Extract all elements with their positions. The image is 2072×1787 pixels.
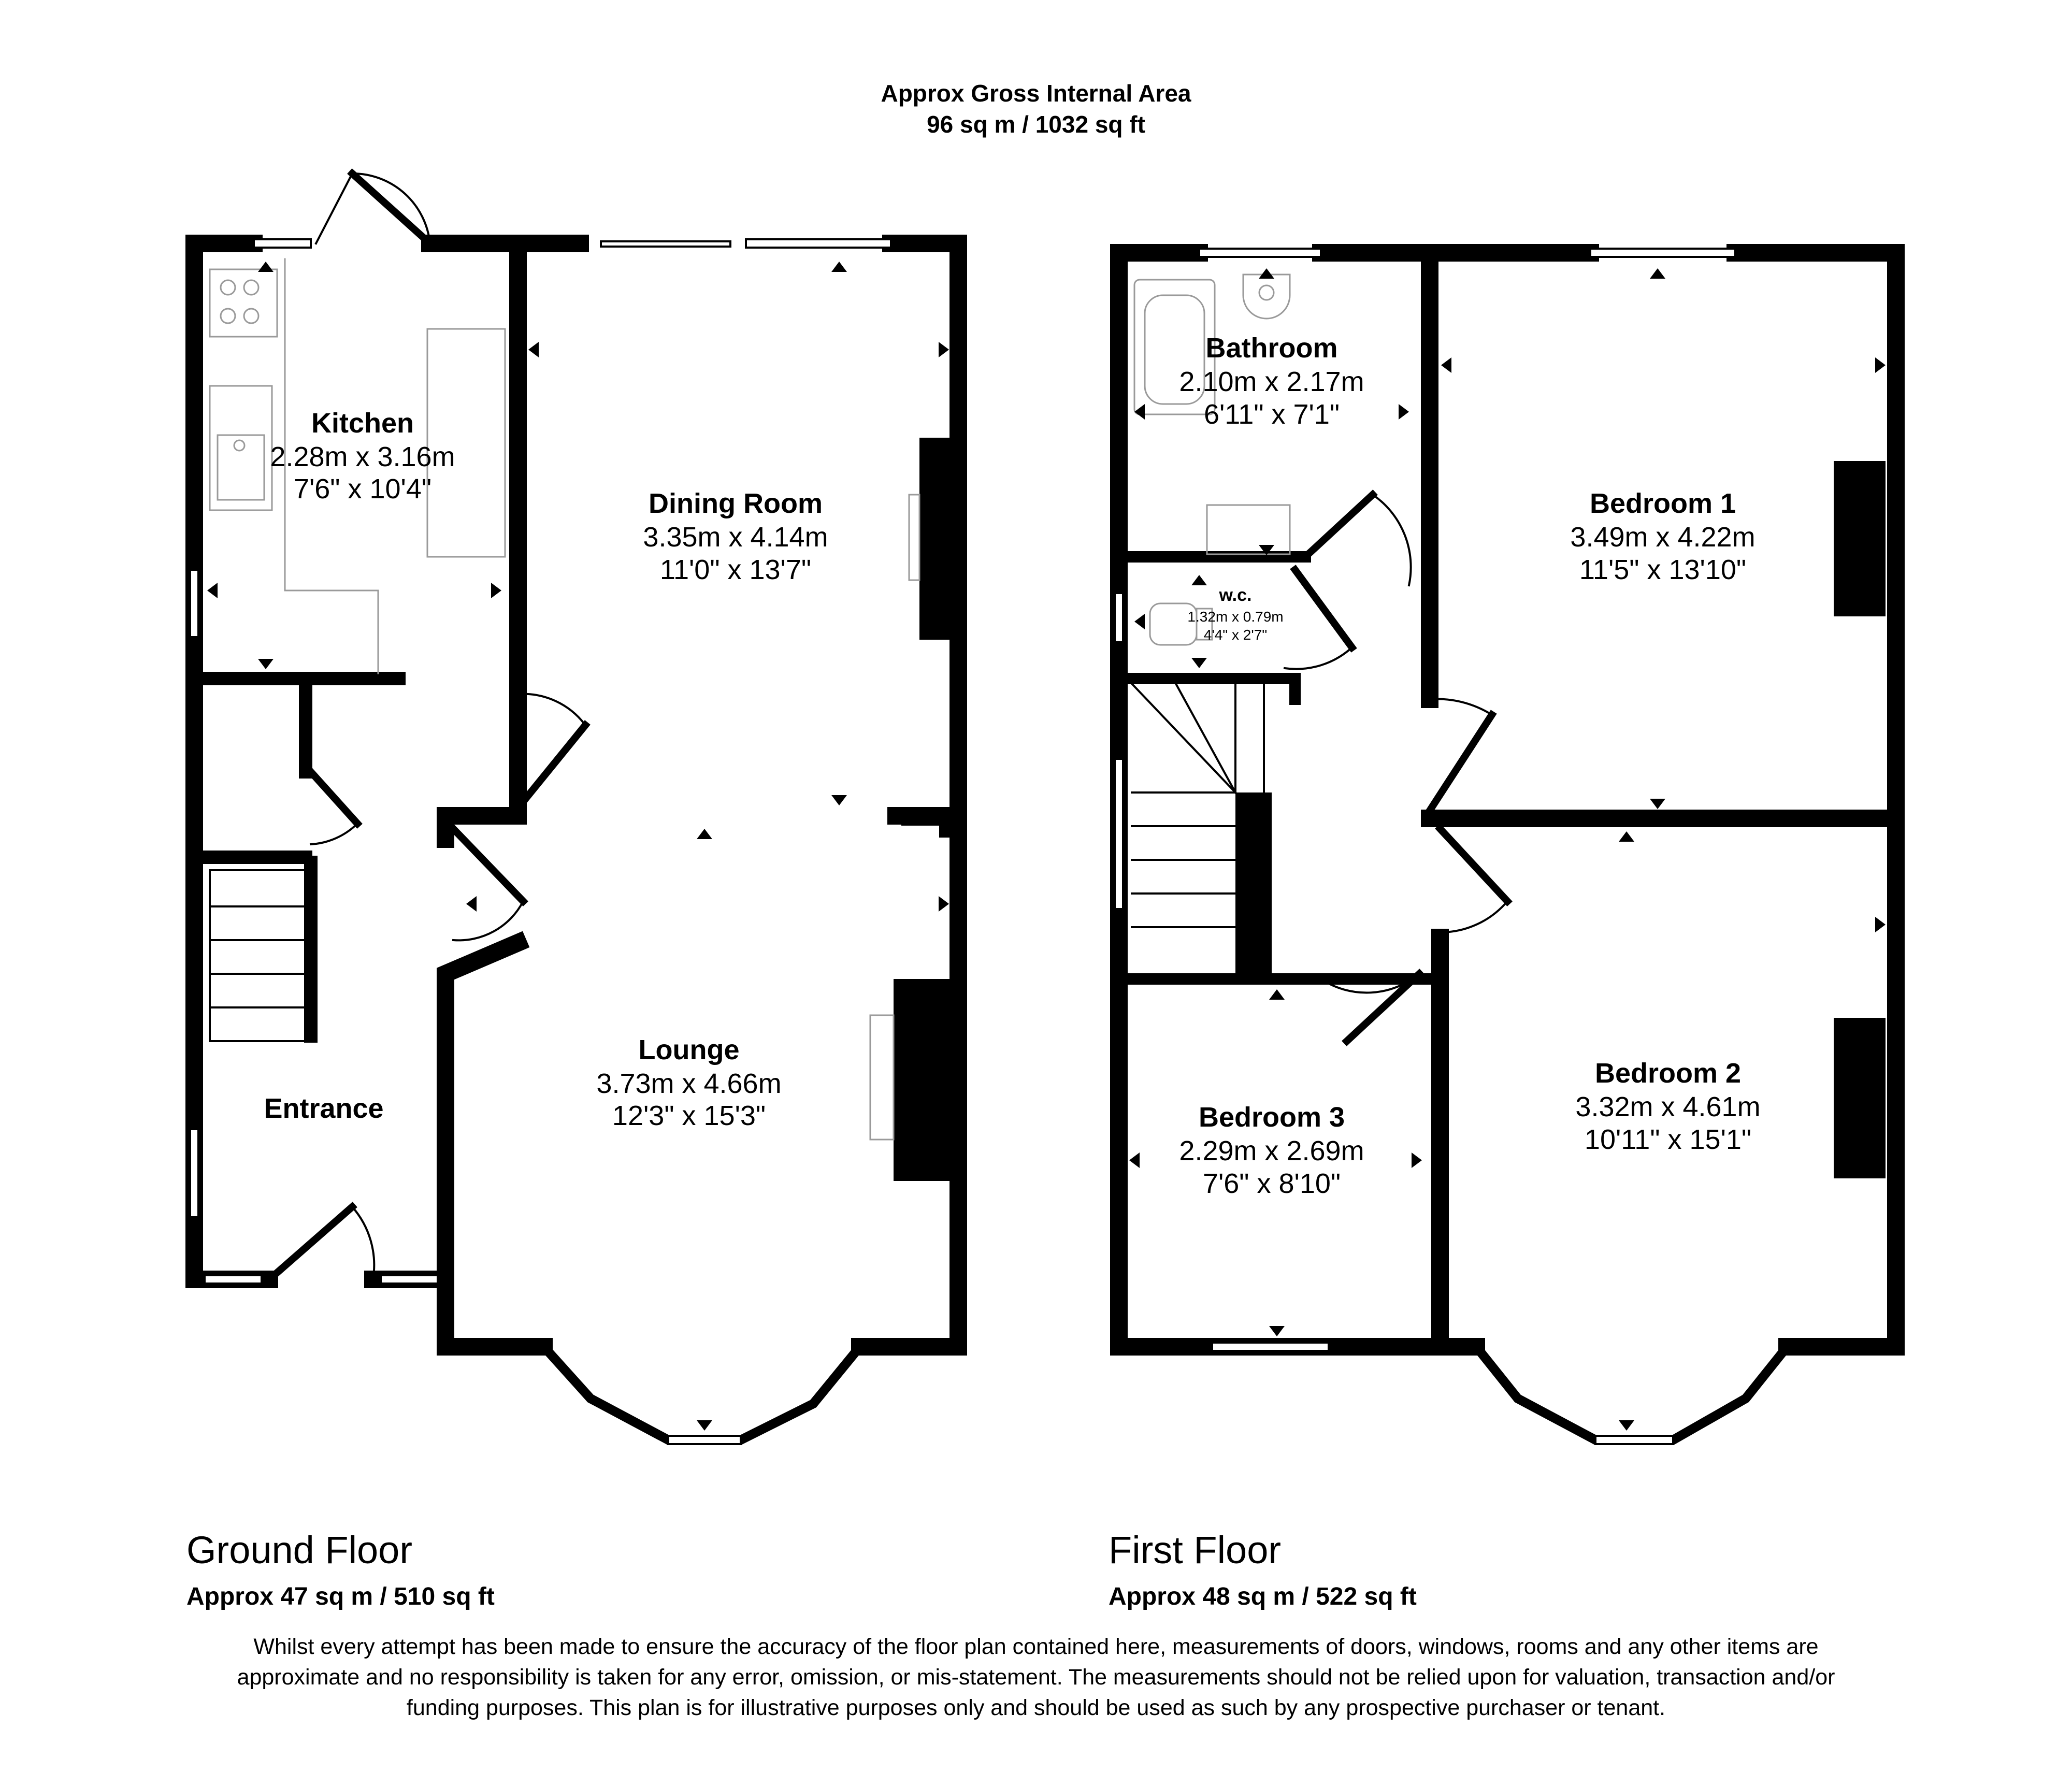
lounge-imperial: 12'3" x 15'3" xyxy=(612,1100,766,1131)
first-floor-room-labels: Bathroom 2.10m x 2.17m 6'11" x 7'1" w.c.… xyxy=(1179,333,1760,1199)
wc-imperial: 4'4" x 2'7" xyxy=(1204,627,1267,643)
bedroom2-name: Bedroom 2 xyxy=(1595,1058,1741,1089)
first-floor-doors xyxy=(1283,493,1509,1043)
bathroom-imperial: 6'11" x 7'1" xyxy=(1204,399,1340,430)
entrance-name: Entrance xyxy=(264,1093,383,1124)
lounge-name: Lounge xyxy=(639,1034,740,1065)
first-floor-chimney-breasts xyxy=(1834,461,1886,1178)
bathroom-metric: 2.10m x 2.17m xyxy=(1179,366,1364,397)
first-floor-title: First Floor xyxy=(1109,1529,1281,1572)
first-floor-stair-block xyxy=(1235,792,1272,974)
kitchen-name: Kitchen xyxy=(311,408,414,439)
bathroom-fixtures xyxy=(1133,273,1291,646)
ground-floor-walls xyxy=(185,235,967,1356)
wc-name: w.c. xyxy=(1219,585,1252,605)
ground-floor-area: Approx 47 sq m / 510 sq ft xyxy=(186,1583,495,1610)
first-floor-area: Approx 48 sq m / 522 sq ft xyxy=(1109,1583,1417,1610)
disclaimer-text: Whilst every attempt has been made to en… xyxy=(237,1634,1835,1720)
first-floor-windows xyxy=(1114,248,1736,1445)
first-floor-thin-walls xyxy=(1124,551,1435,985)
bedroom1-metric: 3.49m x 4.22m xyxy=(1570,522,1755,553)
first-floor-inner-walls xyxy=(1421,253,1894,1350)
dining-room-metric: 3.35m x 4.14m xyxy=(643,522,828,553)
kitchen-imperial: 7'6" x 10'4" xyxy=(294,473,431,505)
ground-floor-hearths xyxy=(869,494,920,1141)
dining-room-name: Dining Room xyxy=(649,488,823,519)
ground-floor-room-labels: Kitchen 2.28m x 3.16m 7'6" x 10'4" Dinin… xyxy=(264,408,828,1131)
gross-area-title: Approx Gross Internal Area xyxy=(881,80,1191,107)
ground-floor-staircase xyxy=(209,869,312,1042)
bedroom2-bay-window xyxy=(1470,1340,1794,1445)
ground-floor-measure-arrows xyxy=(207,262,949,1431)
gross-area-value: 96 sq m / 1032 sq ft xyxy=(927,111,1145,138)
bedroom2-imperial: 10'11" x 15'1" xyxy=(1585,1124,1751,1155)
bedroom1-imperial: 11'5" x 13'10" xyxy=(1579,554,1746,585)
bedroom3-metric: 2.29m x 2.69m xyxy=(1179,1135,1364,1166)
ground-floor-doors xyxy=(268,172,587,1281)
first-floor-plan xyxy=(1110,244,1905,1445)
bedroom1-name: Bedroom 1 xyxy=(1590,488,1736,519)
ground-floor-chimney-breasts xyxy=(894,438,953,1181)
wc-metric: 1.32m x 0.79m xyxy=(1187,609,1283,625)
dining-room-imperial: 11'0" x 13'7" xyxy=(660,554,811,585)
ground-floor-windows xyxy=(189,238,892,1445)
ground-floor-inner-walls xyxy=(195,672,406,1043)
first-floor-door-leaves xyxy=(1290,489,1513,1046)
first-floor-staircase xyxy=(1130,682,1265,928)
bedroom3-imperial: 7'6" x 8'10" xyxy=(1203,1168,1341,1199)
bedroom3-name: Bedroom 3 xyxy=(1199,1102,1345,1133)
kitchen-fixtures xyxy=(209,258,506,674)
ground-floor-door-leaves xyxy=(264,168,591,1285)
bathroom-name: Bathroom xyxy=(1206,333,1338,364)
ground-floor-plan xyxy=(185,168,967,1445)
first-floor-measure-arrows xyxy=(1129,268,1886,1431)
ground-floor-title: Ground Floor xyxy=(186,1529,412,1572)
sliding-door xyxy=(600,240,731,248)
bedroom2-metric: 3.32m x 4.61m xyxy=(1575,1091,1760,1122)
lounge-metric: 3.73m x 4.66m xyxy=(596,1068,781,1099)
kitchen-metric: 2.28m x 3.16m xyxy=(270,441,455,472)
